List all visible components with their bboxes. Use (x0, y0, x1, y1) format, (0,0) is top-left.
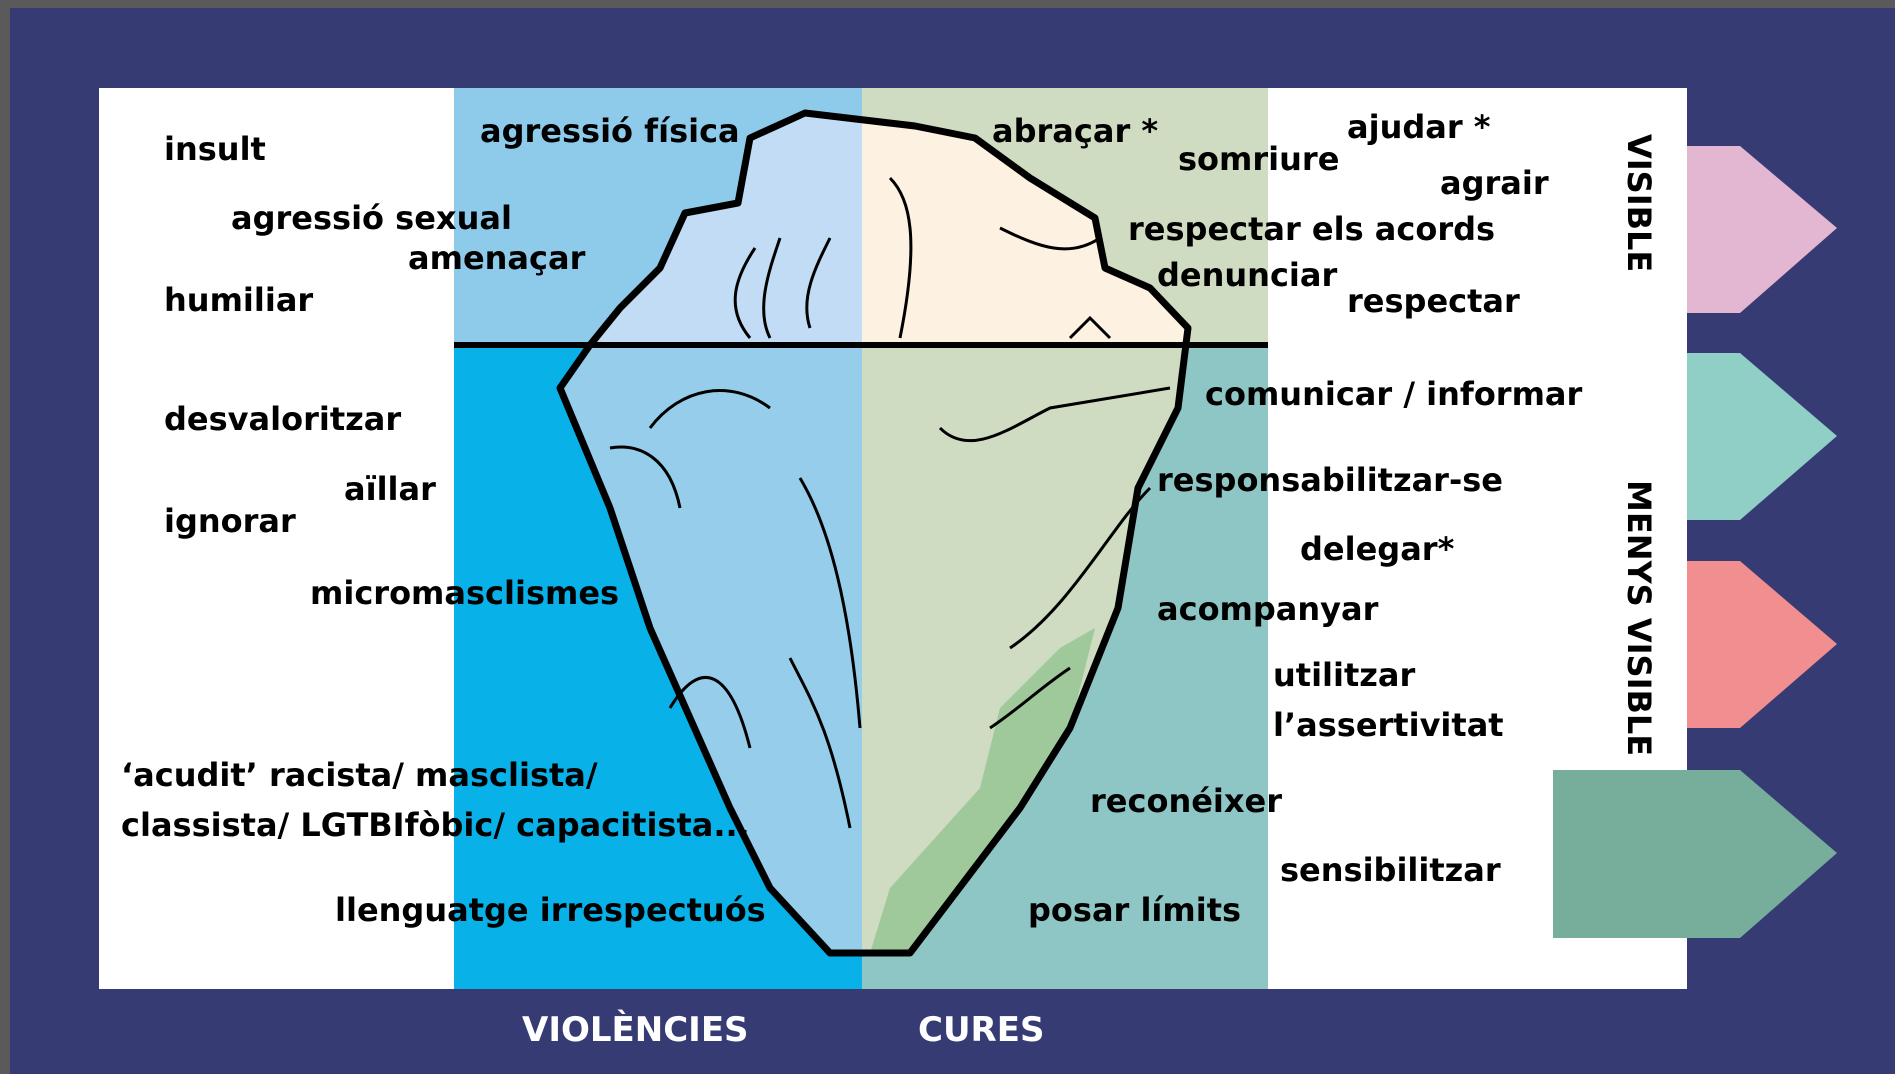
label-agrair: agrair (1440, 164, 1549, 202)
iceberg-below-right (862, 345, 1188, 953)
arrow-visible-pink (1687, 146, 1837, 313)
label-aillar: aïllar (344, 470, 436, 508)
side-label-less-visible: MENYS VISIBLE (1620, 480, 1658, 757)
side-label-visible: VISIBLE (1620, 134, 1658, 273)
iceberg-above-right (862, 118, 1188, 345)
diagram-stage: insult agressió sexual amenaçar humiliar… (10, 8, 1895, 1074)
label-denunciar: denunciar (1157, 256, 1338, 294)
label-llenguatge-irrespectuos: llenguatge irrespectuós (335, 891, 766, 929)
label-posar-limits: posar límits (1028, 891, 1242, 929)
iceberg-below-green (870, 628, 1095, 953)
label-responsabilitzar-se: responsabilitzar-se (1157, 461, 1503, 499)
label-respectar: respectar (1347, 282, 1520, 320)
arrow-less-visible-teal (1687, 353, 1837, 520)
iceberg-outline (556, 109, 1192, 957)
arrow-less-visible-coral (1687, 561, 1837, 728)
label-reconeixer: reconéixer (1090, 782, 1283, 820)
label-assertivitat: l’assertivitat (1273, 706, 1504, 744)
label-amenacar: amenaçar (408, 239, 586, 277)
label-acompanyar: acompanyar (1157, 590, 1379, 628)
label-agressio-fisica: agressió física (480, 112, 740, 150)
label-delegar: delegar* (1300, 530, 1455, 568)
label-utilitzar: utilitzar (1273, 656, 1416, 694)
label-acudit-line2: classista/ LGTBIfòbic/ capacitista... (121, 806, 750, 844)
arrow-less-visible-green (1553, 770, 1837, 938)
label-acudit-line1: ‘acudit’ racista/ masclista/ (121, 756, 598, 794)
label-ajudar: ajudar * (1347, 108, 1491, 146)
label-somriure: somriure (1178, 140, 1340, 178)
footer-cares: CURES (918, 1010, 1045, 1050)
label-sensibilitzar: sensibilitzar (1280, 851, 1501, 889)
label-comunicar-informar: comunicar / informar (1205, 375, 1583, 413)
iceberg-crevices (609, 176, 1171, 829)
label-agressio-sexual: agressió sexual (231, 199, 512, 237)
iceberg-diagram (99, 88, 1837, 989)
label-humiliar: humiliar (164, 281, 314, 319)
label-micromasclismes: micromasclismes (310, 574, 620, 612)
footer-violences: VIOLÈNCIES (522, 1010, 749, 1050)
label-abracar: abraçar * (992, 112, 1159, 150)
iceberg-above-left (590, 113, 862, 345)
label-respectar-acords: respectar els acords (1128, 210, 1496, 248)
label-insult: insult (164, 130, 266, 168)
label-desvaloritzar: desvaloritzar (164, 400, 402, 438)
label-ignorar: ignorar (164, 502, 296, 540)
